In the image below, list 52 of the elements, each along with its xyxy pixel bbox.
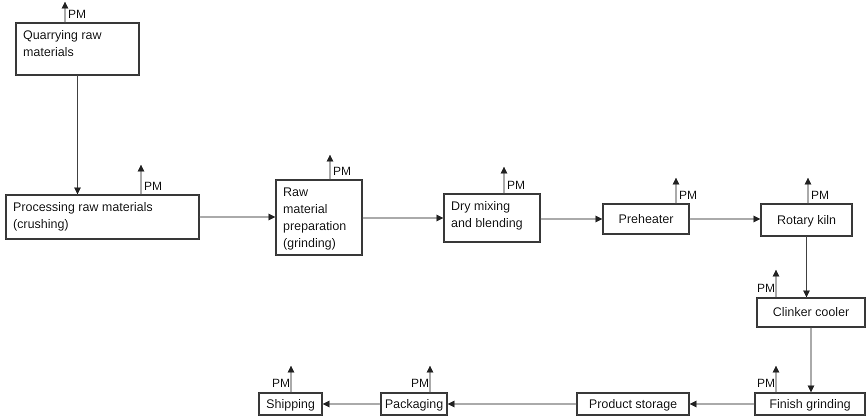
- edge-label: PM: [272, 377, 290, 389]
- process-label: Clinker cooler: [772, 304, 850, 321]
- arrow: [540, 216, 602, 222]
- arrow: [448, 400, 576, 408]
- process-box: [602, 203, 690, 235]
- process-label: Dry mixing and blending: [451, 198, 524, 232]
- process-box: [5, 194, 200, 240]
- edge-label: PM: [144, 180, 162, 192]
- process-box: [380, 392, 448, 416]
- arrow: [772, 270, 780, 298]
- process-label: Rotary kiln: [776, 212, 836, 228]
- arrow: [690, 400, 754, 408]
- edge-label: PM: [507, 179, 525, 191]
- arrow: [288, 366, 294, 392]
- edge-label: PM: [333, 165, 351, 177]
- process-box: [15, 22, 140, 76]
- process-box: [576, 392, 690, 416]
- arrow: [322, 400, 380, 408]
- process-label: Product storage: [588, 396, 678, 412]
- process-label: Finish grinding: [769, 396, 851, 412]
- process-box: [275, 179, 363, 256]
- edge-label: PM: [679, 189, 697, 201]
- process-box: [258, 392, 323, 416]
- process-label: Shipping: [266, 396, 315, 412]
- arrow: [138, 164, 144, 194]
- arrow: [500, 166, 508, 194]
- arrow: [690, 216, 760, 222]
- process-box: [756, 297, 866, 328]
- process-label: Preheater: [618, 210, 674, 228]
- process-box: [443, 193, 541, 243]
- arrow: [426, 366, 434, 392]
- edge-label: PM: [757, 377, 775, 389]
- arrow: [803, 236, 810, 298]
- process-label: Processing raw materials (crushing): [13, 199, 154, 233]
- edge-label: PM: [68, 8, 86, 20]
- arrow: [772, 366, 780, 392]
- process-label: Quarrying raw materials: [23, 27, 102, 61]
- process-label: Raw material preparation (grinding): [283, 184, 348, 252]
- arrow: [362, 214, 444, 222]
- arrow: [326, 154, 334, 180]
- edge-label: PM: [757, 282, 775, 294]
- arrow: [804, 178, 812, 204]
- process-label: Packaging: [384, 396, 444, 412]
- arrow: [62, 2, 68, 22]
- arrow: [808, 328, 814, 392]
- arrow: [74, 76, 81, 194]
- process-box: [754, 392, 866, 416]
- arrow: [672, 178, 680, 204]
- edge-label: PM: [811, 189, 829, 201]
- process-box: [760, 203, 853, 237]
- edge-label: PM: [411, 377, 429, 389]
- arrow: [200, 214, 276, 220]
